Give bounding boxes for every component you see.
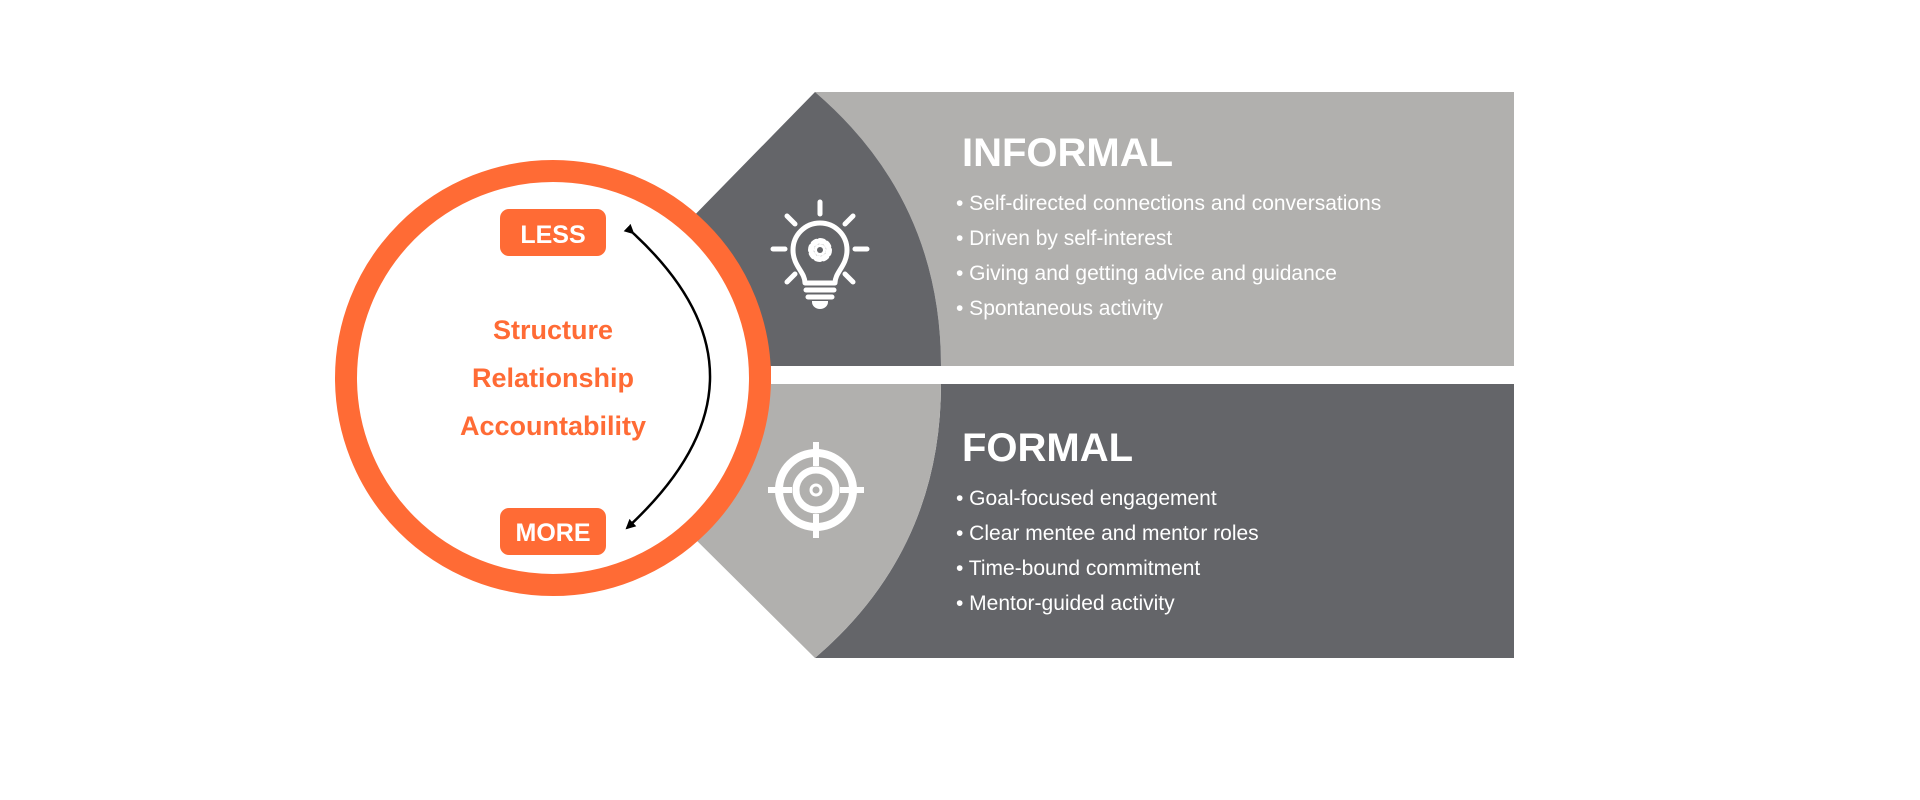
lightbulb-gear-icon	[770, 199, 870, 309]
informal-title: INFORMAL	[962, 131, 1173, 175]
less-badge-label: LESS	[520, 221, 585, 249]
formal-bullet-2: • Clear mentee and mentor roles	[956, 522, 1259, 545]
informal-bullet-2: • Driven by self-interest	[956, 227, 1172, 250]
formal-bullet-4: • Mentor-guided activity	[956, 592, 1175, 615]
cycle-ring	[335, 160, 771, 596]
formal-panel-dark-bg	[815, 384, 1514, 658]
less-badge: LESS	[500, 209, 606, 256]
informal-bullet-1: • Self-directed connections and conversa…	[956, 192, 1381, 215]
informal-panel	[682, 92, 1514, 374]
formal-title: FORMAL	[962, 426, 1133, 470]
informal-bullet-3: • Giving and getting advice and guidance	[956, 262, 1337, 285]
term-relationship: Relationship	[472, 363, 634, 393]
formal-bullet-3: • Time-bound commitment	[956, 557, 1200, 580]
informal-panel-light-bg	[815, 92, 1514, 366]
term-structure: Structure	[493, 315, 613, 345]
more-badge: MORE	[500, 508, 606, 555]
cycle-arrow	[623, 223, 712, 530]
term-accountability: Accountability	[460, 411, 646, 441]
informal-bullet-4: • Spontaneous activity	[956, 297, 1163, 320]
more-badge-label: MORE	[516, 519, 591, 547]
target-crosshair-icon	[768, 442, 864, 538]
formal-bullet-1: • Goal-focused engagement	[956, 487, 1217, 510]
